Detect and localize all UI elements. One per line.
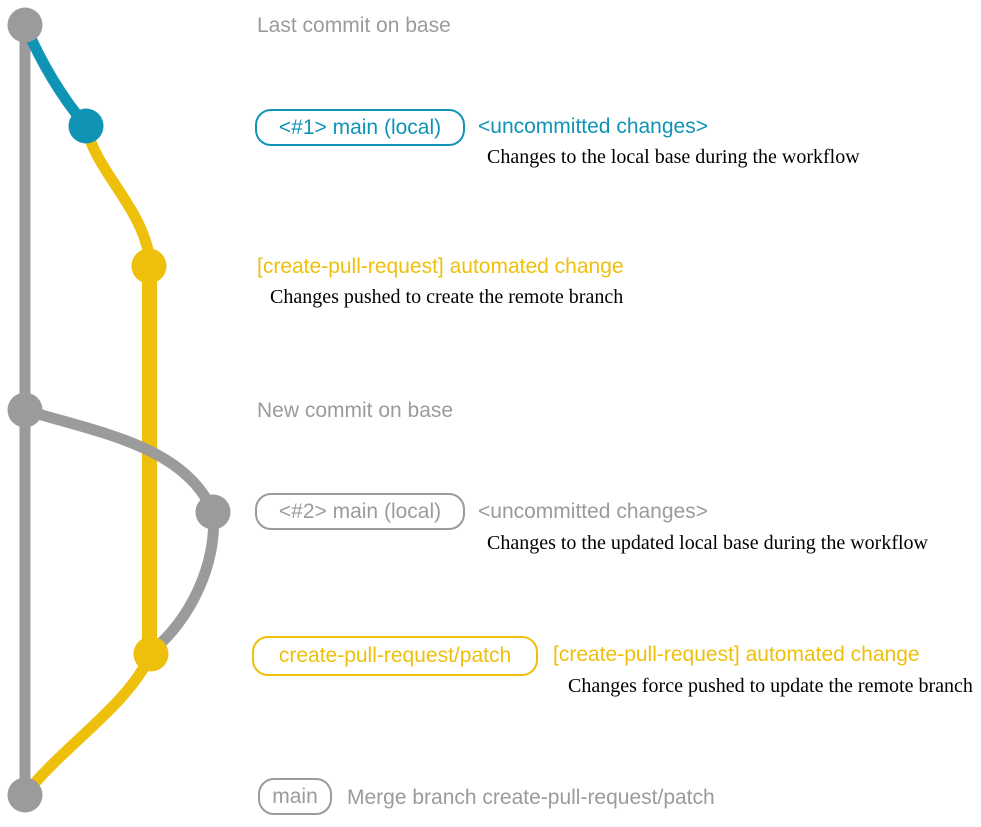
commit-dot-local-1 (68, 108, 104, 144)
branch-badge-main: main (258, 778, 332, 815)
commit-dot-patch-2 (133, 636, 169, 672)
note-new-commit-on-base: New commit on base (257, 399, 454, 422)
row3-title: <uncommitted changes> (478, 500, 708, 523)
commit-dot-local-2 (195, 494, 231, 530)
branch-badge-label: <#1> main (local) (278, 115, 442, 139)
branch-badge-label: main (272, 784, 318, 808)
branch-badge-label: create-pull-request/patch (278, 644, 512, 667)
commit-dot-base-2 (7, 392, 43, 428)
row1-description: Changes to the local base during the wor… (487, 146, 860, 168)
row5-title: Merge branch create-pull-request/patch (347, 786, 715, 809)
commit-graph (7, 7, 231, 813)
rebase-curve (147, 506, 220, 656)
branch-badge-main-local-1: <#1> main (local) (255, 109, 465, 146)
note-last-commit-on-base: Last commit on base (257, 14, 451, 37)
row3-description: Changes to the updated local base during… (487, 532, 928, 554)
branch-badge-label: <#2> main (local) (278, 499, 442, 523)
commit-dot-base-1 (7, 7, 43, 43)
branch-badge-patch: create-pull-request/patch (252, 636, 538, 676)
main-local-branch-line-2 (19, 404, 219, 518)
branch-badge-main-local-2: <#2> main (local) (255, 493, 465, 530)
commit-dot-merge (7, 777, 43, 813)
row4-title: [create-pull-request] automated change (553, 643, 920, 666)
row1-title: <uncommitted changes> (478, 115, 708, 138)
patch-branch-curve-top (80, 120, 155, 261)
row2-title: [create-pull-request] automated change (257, 255, 624, 278)
merge-curve (21, 648, 157, 798)
main-local-branch-line-1 (19, 19, 92, 132)
row4-description: Changes force pushed to update the remot… (568, 675, 973, 697)
row2-description: Changes pushed to create the remote bran… (270, 286, 624, 308)
commit-dot-patch-1 (131, 248, 167, 284)
